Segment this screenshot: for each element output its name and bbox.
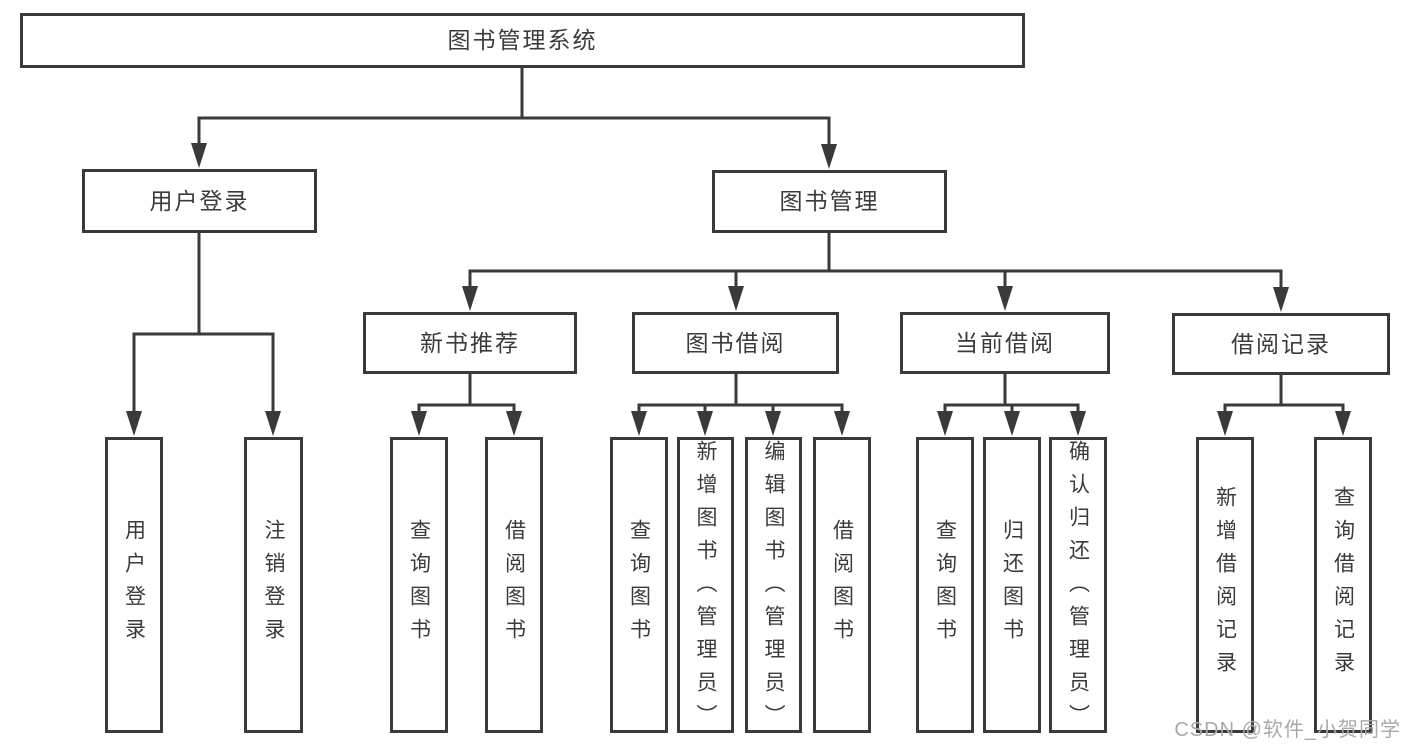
node-library-management-system: 图书管理系统 xyxy=(20,13,1025,68)
leaf-label: 新增图书（管理员） xyxy=(694,440,717,737)
leaf-query-books-current: 查询图书 xyxy=(916,437,974,733)
leaf-logout: 注销登录 xyxy=(244,437,303,733)
leaf-user-login: 用户登录 xyxy=(105,437,163,733)
leaf-borrow-books-recommend: 借阅图书 xyxy=(485,437,543,733)
node-user-login: 用户登录 xyxy=(82,169,317,233)
leaf-return-books: 归还图书 xyxy=(983,437,1041,733)
node-current-borrowing: 当前借阅 xyxy=(900,312,1110,374)
node-label: 新书推荐 xyxy=(420,329,520,356)
node-book-management: 图书管理 xyxy=(712,170,947,233)
node-label: 用户登录 xyxy=(149,187,250,214)
node-label: 图书管理系统 xyxy=(447,27,598,53)
node-label: 图书管理 xyxy=(779,188,880,214)
node-label: 当前借阅 xyxy=(955,329,1055,356)
leaf-add-books-admin: 新增图书（管理员） xyxy=(677,437,734,737)
leaf-query-books-recommend: 查询图书 xyxy=(390,437,448,733)
watermark: CSDN @软件_小贺同学 xyxy=(1174,719,1401,741)
leaf-label: 归还图书 xyxy=(1000,519,1024,651)
leaf-label: 注销登录 xyxy=(262,519,285,651)
node-label: 借阅记录 xyxy=(1231,330,1331,357)
leaf-label: 用户登录 xyxy=(122,519,146,651)
leaf-label: 借阅图书 xyxy=(502,519,526,651)
node-new-book-recommendation: 新书推荐 xyxy=(363,312,577,374)
leaf-edit-books-admin: 编辑图书（管理员） xyxy=(745,437,802,737)
leaf-borrow-books: 借阅图书 xyxy=(813,437,871,733)
leaf-label: 查询图书 xyxy=(933,519,957,651)
leaf-query-borrow-record: 查询借阅记录 xyxy=(1314,437,1372,733)
leaf-label: 新增借阅记录 xyxy=(1213,486,1237,684)
leaf-label: 借阅图书 xyxy=(830,519,854,651)
node-book-borrowing: 图书借阅 xyxy=(632,312,839,374)
leaf-confirm-return-admin: 确认归还（管理员） xyxy=(1049,437,1107,737)
leaf-label: 编辑图书（管理员） xyxy=(762,440,785,737)
arrowheads xyxy=(126,143,1351,436)
leaf-add-borrow-record: 新增借阅记录 xyxy=(1196,437,1254,733)
leaf-label: 查询借阅记录 xyxy=(1331,486,1355,684)
node-borrowing-records: 借阅记录 xyxy=(1172,313,1390,375)
node-label: 图书借阅 xyxy=(685,329,786,356)
leaf-query-books-borrow: 查询图书 xyxy=(610,437,668,733)
leaf-label: 查询图书 xyxy=(627,519,651,651)
leaf-label: 确认归还（管理员） xyxy=(1066,440,1090,737)
leaf-label: 查询图书 xyxy=(407,519,431,651)
